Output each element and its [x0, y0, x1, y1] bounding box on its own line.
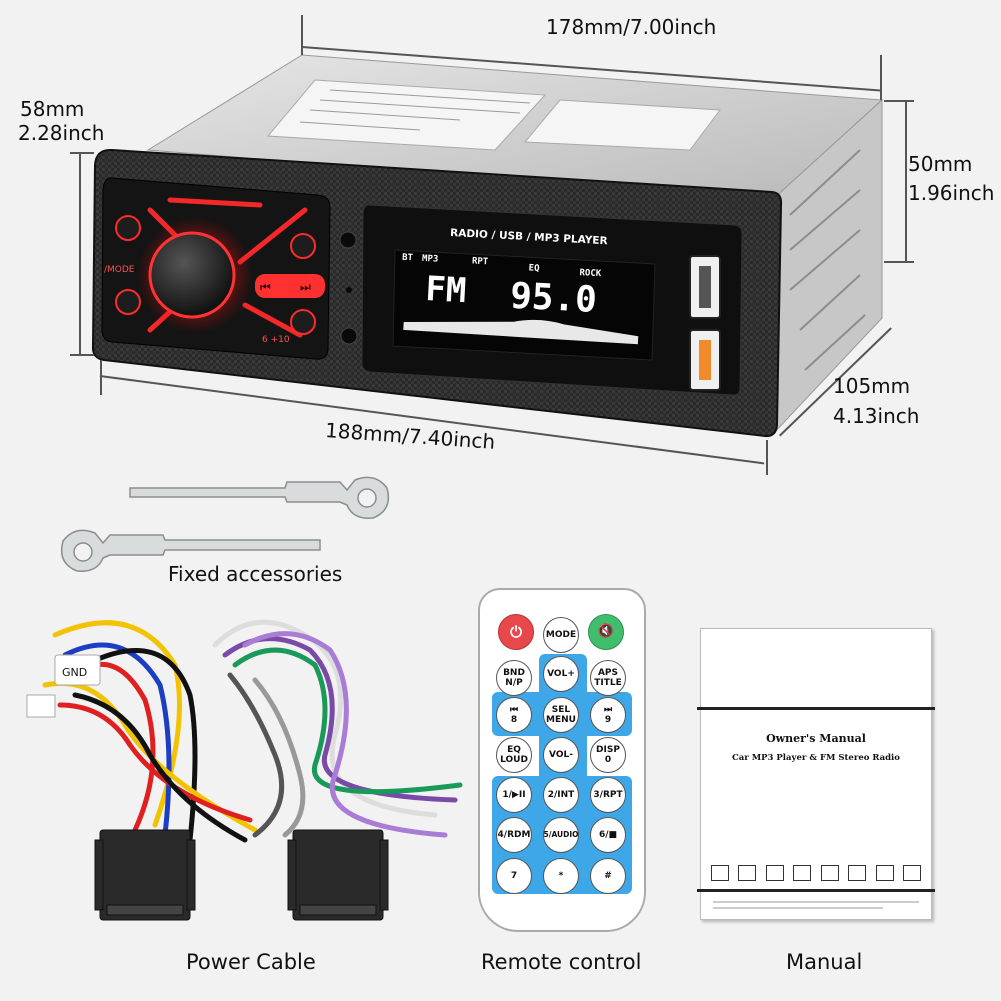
mic-hole — [339, 231, 357, 249]
remote-volup-button[interactable]: VOL+ — [543, 656, 579, 692]
remote-khash-button[interactable]: # — [590, 858, 626, 894]
remote-bnd-button[interactable]: BND N/P — [496, 660, 532, 696]
remote-k5-button[interactable]: 5/AUDIO — [543, 817, 579, 853]
gnd-tag — [54, 654, 101, 686]
key-2-button[interactable] — [290, 233, 316, 259]
product-label-sticker — [266, 79, 547, 151]
power-cable-illustration: GND — [26, 619, 463, 921]
remote-caption: Remote control — [481, 950, 642, 974]
front-height-inch-label: 2.28inch — [18, 121, 105, 145]
key-6-label: 6 +10 — [262, 335, 290, 345]
remote-next9-button[interactable]: ⏭ 9 — [590, 697, 626, 733]
front-height-mm-label: 58mm — [20, 97, 85, 121]
depth-inch-label: 4.13inch — [833, 404, 920, 428]
lcd-rpt-indicator: RPT — [472, 256, 489, 267]
manual-title: Owner's Manual — [766, 732, 866, 745]
iso-connector-left — [94, 829, 196, 921]
key-1-button[interactable] — [115, 215, 141, 241]
remote-k6-button[interactable]: 6/■ — [590, 817, 626, 853]
lcd-frequency: 95.0 — [509, 276, 598, 321]
manual-subtitle: Car MP3 Player & FM Stereo Radio — [732, 753, 900, 763]
cable-caption: Power Cable — [186, 950, 316, 974]
lcd-rock-indicator: ROCK — [579, 268, 602, 279]
accessories-caption: Fixed accessories — [168, 562, 343, 586]
remote-k3-button[interactable]: 3/RPT — [590, 777, 626, 813]
remote-mode-button[interactable]: MODE — [543, 617, 579, 653]
remote-power-button[interactable]: ⏻ — [498, 614, 534, 650]
remote-k7-button[interactable]: 7 — [496, 858, 532, 894]
remote-voldown-button[interactable]: VOL- — [543, 737, 579, 773]
remote-k1-button[interactable]: 1/▶II — [496, 777, 532, 813]
key-3-button[interactable] — [290, 309, 316, 335]
lcd-band: FM — [424, 269, 467, 311]
mode-key-label: /MODE — [104, 265, 135, 275]
right-height-line — [905, 100, 907, 262]
manual-caption: Manual — [786, 950, 863, 974]
lcd-eq-indicator: EQ — [528, 263, 540, 274]
remote-eqloud-button[interactable]: EQ LOUD — [496, 737, 532, 773]
prev-key-label: ⏮ — [260, 280, 271, 294]
next-key-label: ⏭ — [300, 280, 311, 294]
depth-mm-label: 105mm — [833, 374, 911, 398]
top-width-label: 178mm/7.00inch — [546, 15, 717, 39]
car-stereo-illustration: ⏮ ⏭ /MODE 6 +10 RADIO / USB / MP3 PLAYER… — [91, 54, 884, 438]
prev-next-led-button — [255, 274, 325, 298]
remote-kstar-button[interactable]: * — [543, 858, 579, 894]
owners-manual: Owner's Manual Car MP3 Player & FM Stere… — [697, 628, 935, 920]
removal-key-upper — [129, 476, 390, 519]
ir-dot — [346, 287, 352, 293]
removal-keys — [60, 476, 390, 572]
right-height-inch-label: 1.96inch — [908, 181, 995, 205]
removal-key-lower — [60, 529, 321, 572]
remote-mute-button[interactable]: 🔇 — [588, 614, 624, 650]
right-height-mm-label: 50mm — [908, 152, 973, 176]
remote-selmenu-button[interactable]: SEL MENU — [543, 697, 579, 733]
volume-knob[interactable] — [148, 231, 236, 319]
lcd-spectrum-graphic — [403, 319, 639, 345]
front-height-line — [79, 152, 81, 354]
aux-jack[interactable] — [340, 327, 358, 345]
key-5-button[interactable] — [115, 289, 141, 315]
remote-aps-button[interactable]: APS TITLE — [590, 660, 626, 696]
lcd-bt-indicator: BT — [402, 253, 414, 264]
remote-prev8-button[interactable]: ⏮ 8 — [496, 697, 532, 733]
remote-disp-button[interactable]: DISP 0 — [590, 737, 626, 773]
lcd-mp3-indicator: MP3 — [422, 254, 439, 265]
manual-feature-icons — [711, 865, 921, 881]
wiring-label-sticker — [523, 99, 721, 151]
iso-connector-right — [287, 829, 389, 921]
gnd-label: GND — [62, 666, 87, 679]
remote-k4-button[interactable]: 4/RDM — [496, 817, 532, 853]
remote-k2-button[interactable]: 2/INT — [543, 777, 579, 813]
